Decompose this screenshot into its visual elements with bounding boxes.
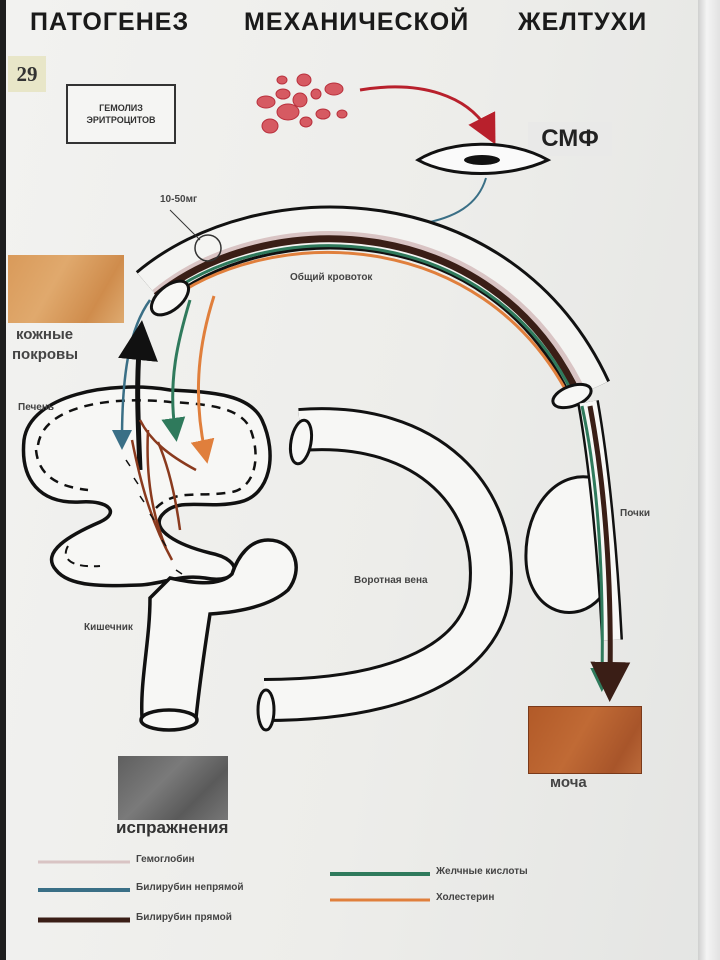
title-word-3: ЖЕЛТУХИ bbox=[518, 8, 648, 36]
legend-bile-acids-label: Желчные кислоты bbox=[436, 866, 528, 877]
skin-label-2: покровы bbox=[12, 346, 79, 363]
hemolysis-box: ГЕМОЛИЗ ЭРИТРОЦИТОВ bbox=[66, 84, 176, 144]
reticuloendothelial-cell-icon bbox=[415, 142, 552, 175]
intestine-shape bbox=[139, 538, 298, 732]
feces-label: испражнения bbox=[116, 818, 229, 837]
kidneys-label: Почки bbox=[620, 508, 651, 519]
portal-vein-shape bbox=[256, 407, 513, 732]
feces-swatch bbox=[118, 756, 228, 820]
urine-swatch bbox=[528, 706, 642, 774]
hemolysis-line-1: ГЕМОЛИЗ bbox=[99, 103, 143, 113]
red-blood-cells-icon bbox=[256, 73, 348, 134]
legend-bilirubin-indirect-label: Билирубин непрямой bbox=[136, 882, 244, 893]
plate-number: 29 bbox=[8, 56, 46, 92]
liver-shape bbox=[21, 385, 272, 588]
skin-swatch bbox=[8, 255, 124, 323]
hemolysis-line-2: ЭРИТРОЦИТОВ bbox=[86, 115, 156, 125]
dose-label: 10-50мг bbox=[160, 194, 198, 205]
circulation-vessel bbox=[135, 205, 610, 410]
skin-label-1: кожные bbox=[16, 326, 74, 343]
title-word-2: МЕХАНИЧЕСКОЙ bbox=[244, 8, 470, 36]
circulation-label: Общий кровоток bbox=[290, 272, 373, 283]
smf-label: СМФ bbox=[528, 122, 612, 156]
intestine-label: Кишечник bbox=[84, 622, 133, 633]
legend-cholesterol-label: Холестерин bbox=[436, 892, 495, 903]
legend-hemoglobin-label: Гемоглобин bbox=[136, 854, 195, 865]
portal-vein-label: Воротная вена bbox=[354, 575, 428, 586]
legend-bilirubin-direct-label: Билирубин прямой bbox=[136, 912, 232, 923]
liver-label: Печень bbox=[18, 402, 55, 413]
title-word-1: ПАТОГЕНЕЗ bbox=[30, 8, 190, 36]
poster-edge bbox=[698, 0, 720, 960]
urine-label: моча bbox=[550, 774, 587, 791]
